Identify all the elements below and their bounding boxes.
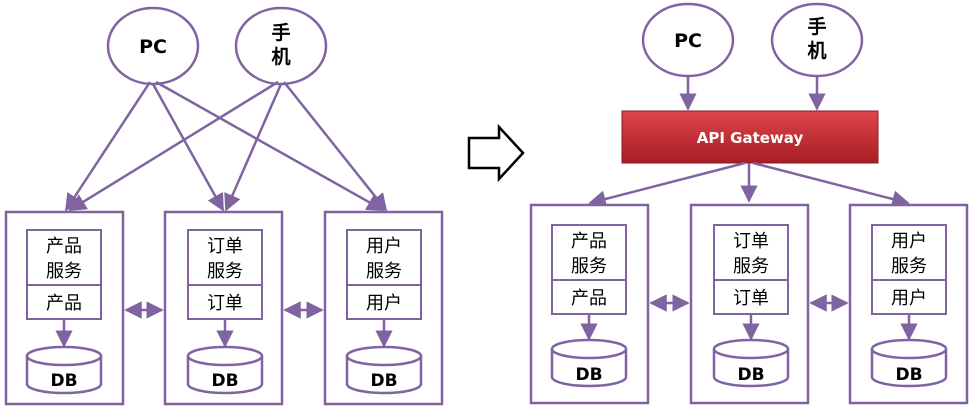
left-order-service-box xyxy=(187,229,263,286)
right-order-service-label: 订单服务 xyxy=(733,231,769,277)
left-user-db-label: DB xyxy=(370,371,397,391)
right-product-db-cylinder xyxy=(550,338,628,388)
left-mobile-to-order-arrow xyxy=(224,83,283,212)
api-gateway-bar xyxy=(621,110,879,164)
left-pc-label: PC xyxy=(139,36,167,58)
left-mobile-to-product-arrow xyxy=(68,80,279,212)
left-user-db-cylinder xyxy=(345,345,423,395)
left-product-db-label: DB xyxy=(50,371,77,391)
right-product-service-box xyxy=(551,224,627,281)
left-pc-to-product-arrow xyxy=(64,81,152,212)
right-user-module-label: 用户 xyxy=(891,288,927,309)
left-order-service-label: 订单服务 xyxy=(207,236,243,282)
right-user-db-label: DB xyxy=(895,365,922,385)
right-diagram: PC 手机 API Gateway 产品服务 产品 DB xyxy=(529,2,969,405)
right-user-db-cylinder xyxy=(870,338,948,388)
right-mobile-label: 手机 xyxy=(807,15,826,62)
hollow-right-arrow-icon xyxy=(467,123,525,183)
left-user-service-label: 用户服务 xyxy=(366,236,402,282)
left-pc-to-user-arrow xyxy=(155,80,385,212)
left-order-container: 订单服务 订单 DB xyxy=(163,210,284,406)
right-gateway-to-user-arrow xyxy=(752,161,910,208)
left-product-db-cylinder xyxy=(25,345,103,395)
left-product-service-box xyxy=(26,229,102,286)
right-order-db-label: DB xyxy=(737,365,764,385)
right-pc-label: PC xyxy=(674,30,702,52)
left-diagram: PC 手机 产品服务 产品 DB xyxy=(4,6,444,406)
left-user-container: 用户服务 用户 DB xyxy=(323,210,444,406)
left-order-module-label: 订单 xyxy=(207,293,243,314)
left-product-module-label: 产品 xyxy=(46,293,82,314)
left-client-connections xyxy=(64,80,388,212)
right-product-module-label: 产品 xyxy=(571,288,607,309)
left-user-module-label: 用户 xyxy=(366,293,402,314)
left-order-db-cylinder xyxy=(186,345,264,395)
right-product-db-label: DB xyxy=(575,365,602,385)
right-user-module-box xyxy=(871,279,947,315)
api-gateway-label: API Gateway xyxy=(697,129,804,147)
right-user-service-label: 用户服务 xyxy=(891,231,927,277)
right-order-module-label: 订单 xyxy=(733,288,769,309)
left-mobile-label: 手机 xyxy=(271,21,290,68)
right-product-service-label: 产品服务 xyxy=(571,231,607,277)
left-product-service-label: 产品服务 xyxy=(46,236,82,282)
left-mobile-to-user-arrow xyxy=(283,81,388,212)
right-product-container: 产品服务 产品 DB xyxy=(529,203,650,405)
right-product-module-box xyxy=(551,279,627,315)
right-order-container: 订单服务 订单 DB xyxy=(689,203,810,405)
right-order-db-cylinder xyxy=(712,338,790,388)
right-gateway-to-product-arrow xyxy=(588,161,746,208)
left-product-container: 产品服务 产品 DB xyxy=(4,210,125,406)
left-product-module-box xyxy=(26,284,102,320)
right-user-container: 用户服务 用户 DB xyxy=(848,203,969,405)
left-pc-to-order-arrow xyxy=(151,83,225,212)
left-order-db-label: DB xyxy=(211,371,238,391)
